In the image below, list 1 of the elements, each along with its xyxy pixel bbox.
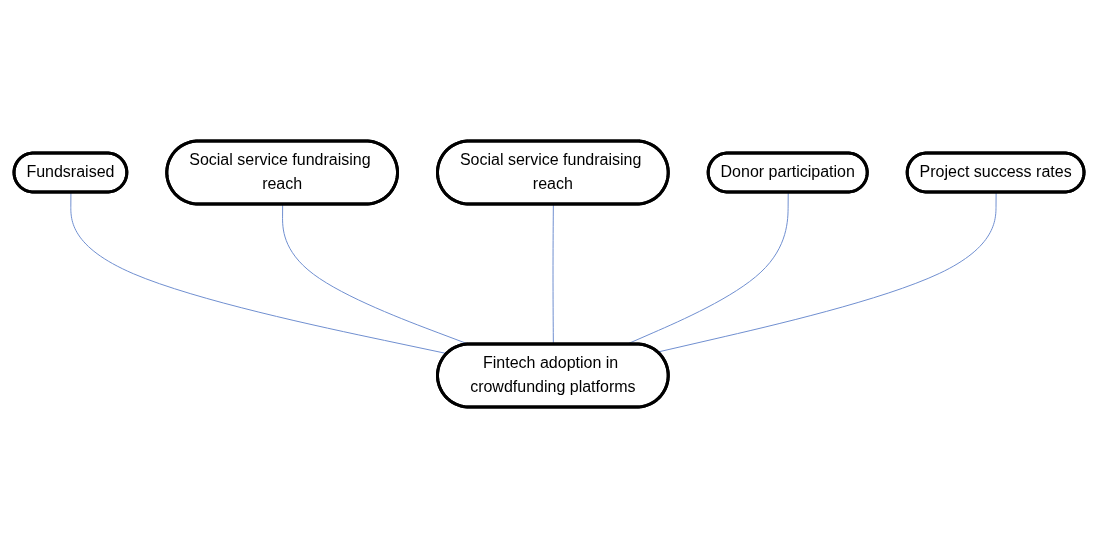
connector [657, 192, 998, 353]
